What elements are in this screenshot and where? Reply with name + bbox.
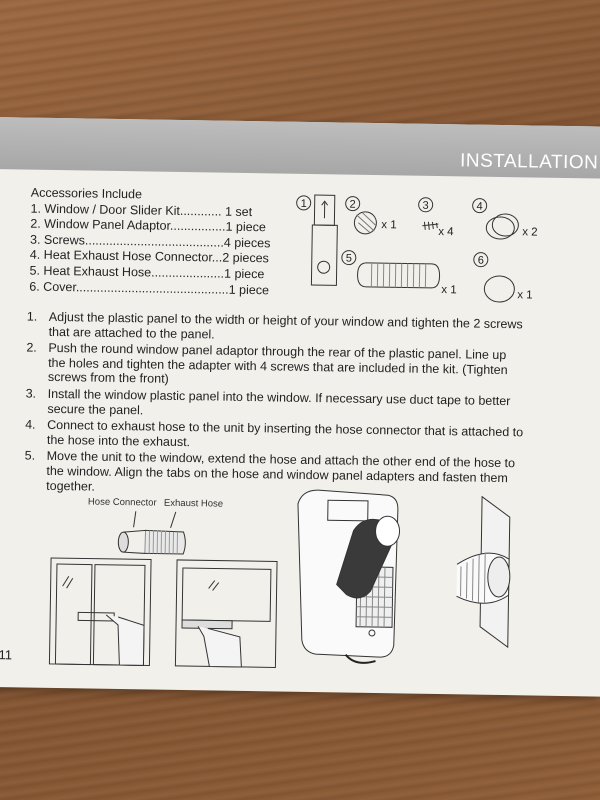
exhaust-hose-label: Exhaust Hose — [163, 497, 224, 510]
callout-1-circle — [296, 195, 312, 211]
panel-adaptor-icon — [353, 211, 377, 235]
exhaust-hose-icon — [357, 262, 441, 289]
step-number: 1. — [26, 309, 38, 324]
qty-part-4: x 2 — [522, 226, 538, 238]
section-banner: INSTALLATION — [0, 117, 600, 179]
window-panel-diagram — [48, 557, 278, 668]
callout-2-label: 2 — [350, 199, 356, 211]
step-number: 2. — [26, 340, 37, 355]
step-text: Adjust the plastic panel to the width or… — [48, 309, 523, 342]
instruction-steps: 1. Adjust the plastic panel to the width… — [24, 310, 527, 503]
step-text: Install the window plastic panel into th… — [47, 386, 511, 417]
qty-part-3: x 4 — [438, 226, 454, 238]
manual-page: INSTALLATION Accessories Include 1. Wind… — [0, 117, 600, 697]
hose-connector-diagram — [117, 511, 186, 555]
screw-icon — [422, 221, 439, 230]
step-number: 3. — [25, 386, 37, 401]
callout-5-circle — [341, 250, 357, 266]
slider-kit-panel-icon — [310, 224, 338, 286]
cover-icon — [483, 275, 515, 303]
hose-connector-label: Hose Connector — [87, 496, 157, 509]
callout-4-circle — [472, 198, 488, 214]
step-number: 4. — [25, 417, 36, 432]
step-number: 5. — [24, 448, 36, 464]
qty-part-5: x 1 — [441, 284, 457, 296]
callout-1-label: 1 — [301, 198, 307, 210]
callout-6-label: 6 — [478, 255, 484, 267]
hose-connector-icon — [485, 216, 515, 240]
accessory-item: 6. Cover................................… — [29, 279, 270, 297]
callout-4-label: 4 — [476, 201, 482, 213]
callout-2-circle — [345, 196, 361, 212]
callout-6-circle — [473, 252, 489, 268]
qty-part-6: x 1 — [517, 289, 533, 301]
qty-part-2: x 1 — [381, 219, 397, 231]
page-number: 11 — [0, 647, 13, 663]
callout-3-label: 3 — [423, 200, 429, 212]
accessories-list: Accessories Include 1. Window / Door Sli… — [29, 186, 271, 299]
callout-5-label: 5 — [346, 253, 352, 265]
step-text: Push the round window panel adaptor thro… — [47, 341, 508, 387]
step-text: Connect to exhaust hose to the unit by i… — [46, 418, 524, 449]
parts-illustration: 1 2 3 4 5 6 x 1 x 4 x 2 x 1 x 1 — [296, 194, 538, 303]
section-title: INSTALLATION — [459, 150, 599, 174]
step-item: 2. Push the round window panel adaptor t… — [26, 341, 527, 393]
ac-unit-diagram — [297, 489, 511, 664]
callout-3-circle — [418, 197, 434, 213]
slider-kit-hole-icon — [317, 260, 331, 274]
